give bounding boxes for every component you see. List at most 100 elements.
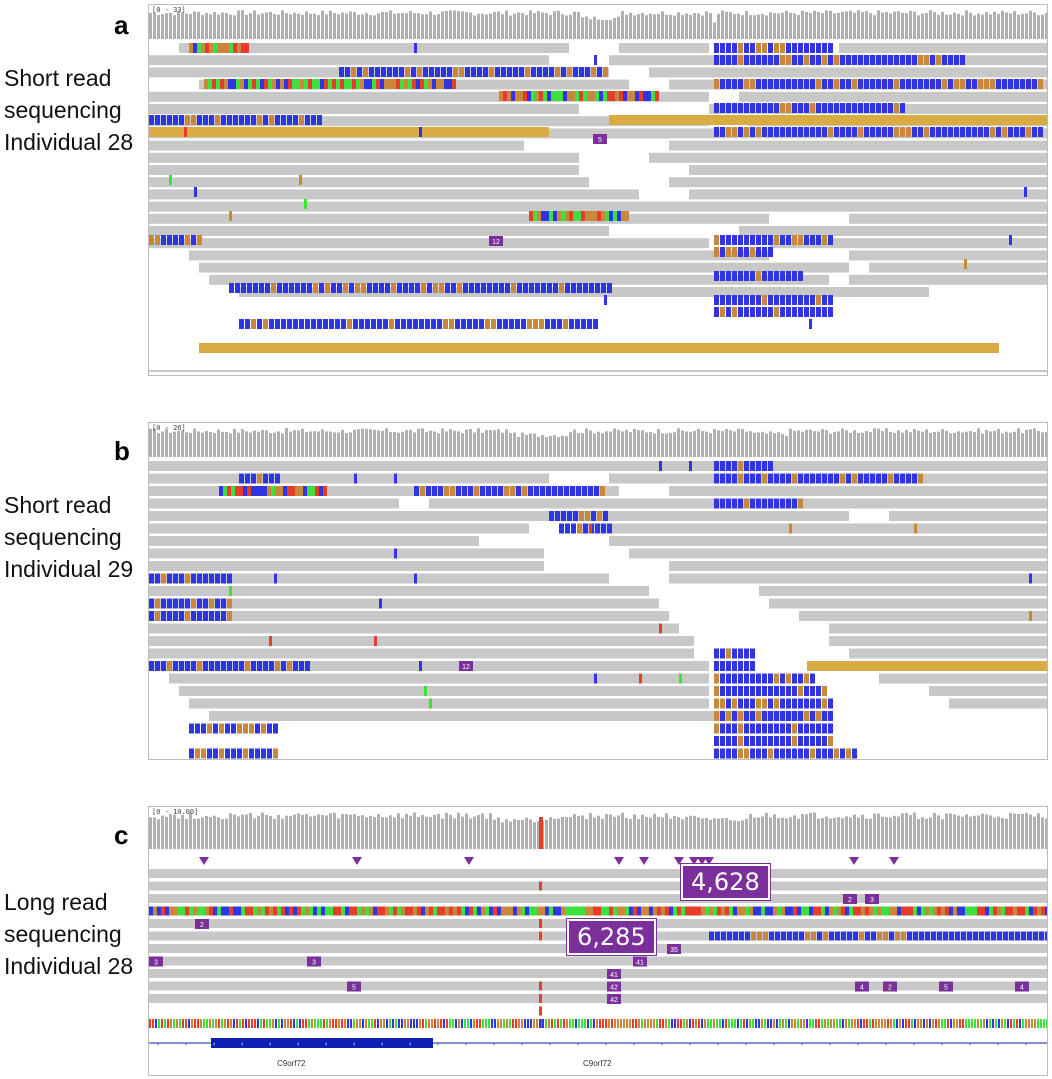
coverage-bar	[545, 819, 548, 849]
mismatch-block	[329, 906, 333, 916]
coverage-bar	[881, 431, 884, 457]
mismatch-block	[427, 283, 432, 293]
mismatch-tick	[299, 175, 302, 185]
mismatch-tick	[274, 573, 277, 584]
mismatch-block	[289, 283, 294, 293]
mismatch-block	[477, 67, 482, 77]
mismatch-block	[244, 79, 248, 89]
mismatch-block	[901, 931, 906, 941]
coverage-bar	[1041, 817, 1044, 849]
coverage-bar	[897, 816, 900, 849]
mismatch-block	[870, 55, 875, 65]
mismatch-block	[191, 611, 196, 621]
coverage-bar	[817, 818, 820, 849]
mismatch-block	[263, 661, 268, 671]
mismatch-block	[407, 319, 412, 329]
read	[579, 523, 1047, 534]
mismatch-block	[720, 103, 725, 113]
mismatch-block	[281, 319, 286, 329]
mismatch-block	[984, 127, 989, 137]
mismatch-block	[750, 127, 755, 137]
mismatch-block	[762, 247, 767, 257]
mismatch-block	[523, 283, 528, 293]
mismatch-block	[804, 307, 809, 317]
mismatch-block	[581, 906, 585, 916]
coverage-bar	[333, 812, 336, 849]
mismatch-block	[185, 115, 190, 125]
coverage-bar	[929, 10, 932, 39]
coverage-bar	[385, 12, 388, 39]
mismatch-block	[750, 103, 755, 113]
mismatch-block	[729, 906, 733, 916]
coverage-bar	[745, 818, 748, 849]
mismatch-tick	[539, 1006, 542, 1016]
mismatch-block	[503, 91, 507, 101]
mismatch-block	[547, 91, 551, 101]
coverage-bar	[405, 430, 408, 457]
reference-base	[572, 1019, 574, 1028]
mismatch-block	[780, 736, 785, 746]
mismatch-block	[287, 486, 291, 496]
reference-base	[461, 1019, 463, 1028]
reference-base	[836, 1019, 838, 1028]
coverage-bar	[457, 10, 460, 39]
mismatch-block	[340, 79, 344, 89]
panel-b-label: Short read sequencing Individual 29	[4, 492, 134, 582]
coverage-bar	[929, 432, 932, 457]
reference-base	[287, 1019, 289, 1028]
mismatch-block	[191, 115, 196, 125]
read	[149, 473, 549, 484]
mismatch-block	[403, 283, 408, 293]
mismatch-block	[273, 723, 278, 734]
mismatch-block	[448, 79, 452, 89]
coverage-bar	[773, 13, 776, 39]
panel-b-track[interactable]: [0 - 26] 12	[148, 422, 1048, 760]
mismatch-block	[179, 235, 184, 245]
mismatch-block	[949, 931, 954, 941]
mismatch-tick	[659, 461, 662, 471]
reference-base	[353, 1019, 355, 1028]
strand-arrow: ‹	[409, 1041, 412, 1048]
mismatch-block	[954, 127, 959, 137]
coverage-bar	[601, 818, 604, 849]
coverage-bar	[637, 429, 640, 457]
mismatch-block	[522, 486, 527, 496]
reference-base	[1010, 1019, 1012, 1028]
mismatch-block	[750, 235, 755, 245]
reference-base	[506, 1019, 508, 1028]
coverage-bar	[549, 436, 552, 457]
mismatch-block	[197, 906, 201, 916]
insertion-c-5: 5	[352, 985, 356, 992]
coverage-bar	[221, 431, 224, 457]
strand-arrow: ‹	[297, 1041, 300, 1048]
mismatch-block	[931, 931, 936, 941]
mismatch-block	[221, 661, 226, 671]
insertion-marker-5	[674, 857, 684, 865]
mismatch-block	[501, 67, 506, 77]
mismatch-block	[553, 211, 557, 221]
read	[149, 636, 694, 646]
mismatch-block	[237, 748, 242, 759]
coverage-bar	[785, 10, 788, 39]
mismatch-block	[245, 115, 250, 125]
insertion-a-12-box	[489, 236, 503, 246]
strand-arrow: ‹	[213, 1041, 216, 1048]
mismatch-block	[227, 486, 231, 496]
coverage-bar	[1041, 14, 1044, 39]
mismatch-block	[714, 247, 719, 257]
coverage-bar	[153, 428, 156, 457]
read	[169, 673, 709, 684]
coverage-bar	[493, 11, 496, 40]
mismatch-block	[852, 55, 857, 65]
mismatch-block	[621, 211, 625, 221]
mismatch-block	[870, 103, 875, 113]
mismatch-block	[738, 698, 743, 709]
strand-arrow: ‹	[1025, 1041, 1028, 1048]
mismatch-block	[565, 523, 570, 534]
mismatch-block	[263, 319, 268, 329]
mismatch-block	[275, 661, 280, 671]
coverage-bar	[893, 11, 896, 40]
coverage-bar	[257, 14, 260, 39]
reference-base	[179, 1019, 181, 1028]
